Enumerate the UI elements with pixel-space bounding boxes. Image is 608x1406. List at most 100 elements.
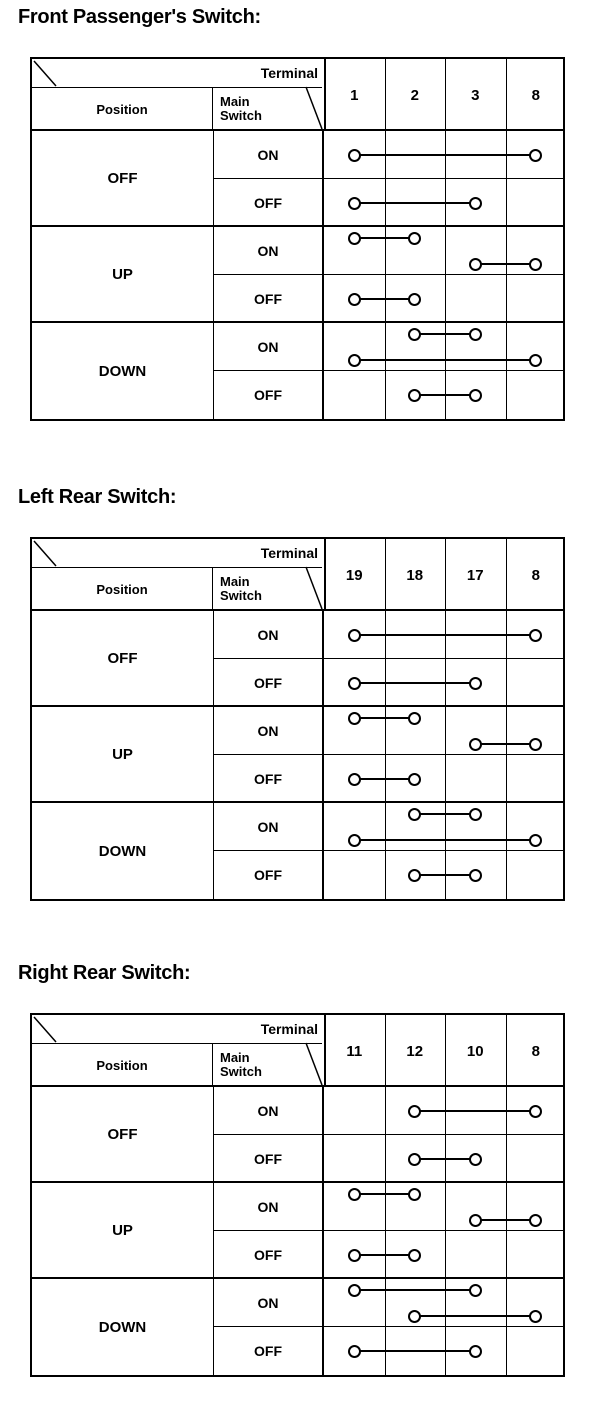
terminal-node — [347, 1187, 361, 1201]
continuity-line — [353, 237, 416, 239]
continuity-line — [353, 359, 537, 361]
continuity-link — [347, 353, 543, 367]
terminal-cells — [324, 755, 563, 803]
table-row: OFF — [214, 1135, 563, 1183]
terminal-cell-divider — [505, 659, 507, 707]
continuity-link — [347, 1248, 422, 1262]
terminal-node — [347, 148, 361, 162]
terminal-node — [347, 196, 361, 210]
table-row: OFF — [214, 755, 563, 803]
position-header-label: Position — [96, 1057, 148, 1073]
position-cell: UP — [32, 707, 214, 801]
terminal-cells — [324, 323, 563, 370]
terminal-node — [529, 628, 543, 642]
continuity-link — [408, 807, 482, 821]
header-col-divider — [212, 567, 213, 609]
header-grid-divider — [324, 539, 326, 609]
table-row: ON — [214, 803, 563, 851]
terminal-cells — [324, 1135, 563, 1183]
position-header-label: Position — [96, 581, 148, 597]
terminal-cells — [324, 659, 563, 707]
terminal-node — [347, 833, 361, 847]
continuity-line — [474, 263, 537, 265]
terminal-cell-divider — [505, 1183, 507, 1230]
main-switch-line-2: Switch — [220, 1064, 262, 1079]
continuity-link — [347, 148, 543, 162]
terminal-cell-divider — [384, 1135, 386, 1183]
table-row: OFF — [214, 659, 563, 707]
terminal-column-header: 11 — [346, 1042, 363, 1060]
terminal-cell-divider — [384, 323, 386, 370]
table-title: Left Rear Switch: — [18, 486, 177, 508]
terminal-column-header: 8 — [531, 86, 540, 104]
terminal-node — [347, 676, 361, 690]
table-row: ON — [214, 227, 563, 275]
main-switch-line-2: Switch — [220, 108, 262, 123]
continuity-link — [347, 1283, 482, 1297]
terminal-node — [347, 231, 361, 245]
continuity-line — [353, 298, 416, 300]
main-switch-state-cell: ON — [214, 1087, 324, 1134]
terminal-node — [529, 257, 543, 271]
table-row: ON — [214, 1183, 563, 1231]
terminal-column-header: 1 — [350, 86, 359, 104]
terminal-cells — [324, 1279, 563, 1326]
terminal-node — [468, 196, 482, 210]
terminal-column-header: 18 — [406, 566, 424, 584]
terminal-cell-divider — [505, 179, 507, 227]
continuity-link — [468, 737, 543, 751]
continuity-link — [347, 833, 543, 847]
terminal-cell-divider — [384, 707, 386, 754]
main-switch-line-1: Main — [220, 1050, 250, 1066]
position-cell: UP — [32, 1183, 214, 1277]
header-divider — [32, 87, 322, 88]
continuity-line — [414, 394, 476, 396]
main-switch-state-cell: ON — [214, 227, 324, 274]
main-switch-state-cell: OFF — [214, 275, 324, 323]
terminal-cells — [324, 1183, 563, 1230]
terminal-node — [347, 292, 361, 306]
terminal-col-divider — [505, 539, 507, 609]
terminal-node — [468, 1213, 482, 1227]
terminal-col-divider — [384, 59, 386, 129]
terminal-node — [347, 353, 361, 367]
terminal-cell-divider — [445, 1231, 446, 1279]
continuity-link — [468, 1213, 543, 1227]
continuity-link — [347, 676, 482, 690]
terminal-cell-divider — [505, 1279, 507, 1326]
position-header-label: Position — [96, 101, 148, 117]
table-row: OFF — [214, 1327, 563, 1375]
table-row: ON — [214, 611, 563, 659]
terminal-node — [347, 711, 361, 725]
continuity-line — [414, 874, 476, 876]
terminal-cell-divider — [384, 227, 386, 274]
terminal-column-header: 2 — [410, 86, 419, 104]
terminal-cells — [324, 851, 563, 899]
terminal-cell-divider — [505, 1231, 507, 1279]
terminal-node — [468, 1152, 482, 1166]
terminal-node — [468, 257, 482, 271]
terminal-node — [468, 807, 482, 821]
table-title: Front Passenger's Switch: — [18, 6, 261, 28]
terminal-cells — [324, 131, 563, 178]
continuity-link — [347, 711, 422, 725]
table-title: Right Rear Switch: — [18, 962, 191, 984]
terminal-cell-divider — [505, 323, 507, 370]
main-switch-state-cell: OFF — [214, 1231, 324, 1279]
terminal-node — [408, 1309, 422, 1323]
position-cell: OFF — [32, 611, 214, 705]
main-switch-line-1: Main — [220, 574, 250, 590]
terminal-node — [408, 327, 422, 341]
terminal-cell-divider — [445, 227, 446, 274]
terminal-node — [347, 628, 361, 642]
terminal-cell-divider — [384, 1087, 386, 1134]
main-switch-state-cell: OFF — [214, 371, 324, 419]
